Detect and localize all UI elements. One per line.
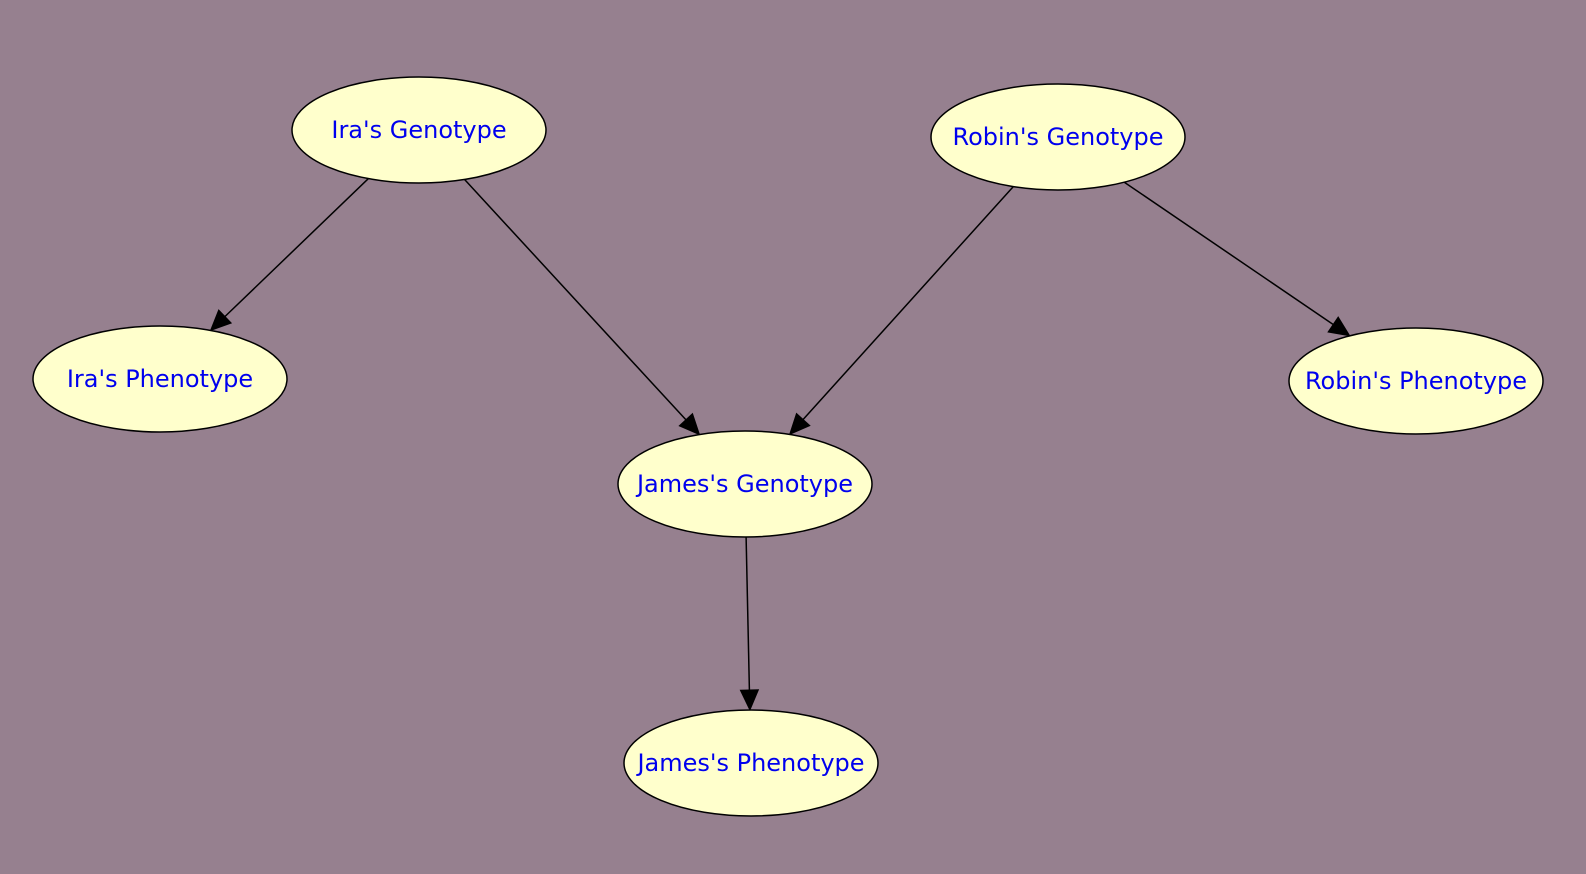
edge-line: [1123, 181, 1334, 326]
node-ellipse[interactable]: [1288, 327, 1544, 435]
edge-line: [224, 178, 369, 318]
node-ira-genotype[interactable]: Ira's Genotype: [291, 76, 547, 184]
arrowhead-icon: [739, 689, 760, 712]
arrowhead-icon: [209, 309, 233, 332]
node-james-phenotype[interactable]: James's Phenotype: [623, 709, 879, 817]
node-ellipse[interactable]: [617, 430, 873, 538]
node-ellipse[interactable]: [291, 76, 547, 184]
edge-robin-genotype-to-james-genotype: [788, 186, 1014, 436]
node-ellipse[interactable]: [32, 325, 288, 433]
edge-line: [802, 186, 1014, 421]
arrowhead-icon: [678, 412, 701, 436]
edge-ira-genotype-to-ira-phenotype: [209, 178, 369, 332]
edge-line: [464, 178, 687, 421]
node-ira-phenotype[interactable]: Ira's Phenotype: [32, 325, 288, 433]
node-ellipse[interactable]: [930, 83, 1186, 191]
node-robin-genotype[interactable]: Robin's Genotype: [930, 83, 1186, 191]
arrowhead-icon: [788, 412, 811, 436]
edges-layer: [209, 178, 1351, 712]
node-robin-phenotype[interactable]: Robin's Phenotype: [1288, 327, 1544, 435]
node-james-genotype[interactable]: James's Genotype: [617, 430, 873, 538]
edge-line: [745, 536, 751, 691]
arrowhead-icon: [1327, 316, 1351, 337]
node-ellipse[interactable]: [623, 709, 879, 817]
edge-ira-genotype-to-james-genotype: [464, 178, 701, 436]
edge-james-genotype-to-james-phenotype: [739, 536, 760, 712]
edge-robin-genotype-to-robin-phenotype: [1123, 181, 1351, 337]
